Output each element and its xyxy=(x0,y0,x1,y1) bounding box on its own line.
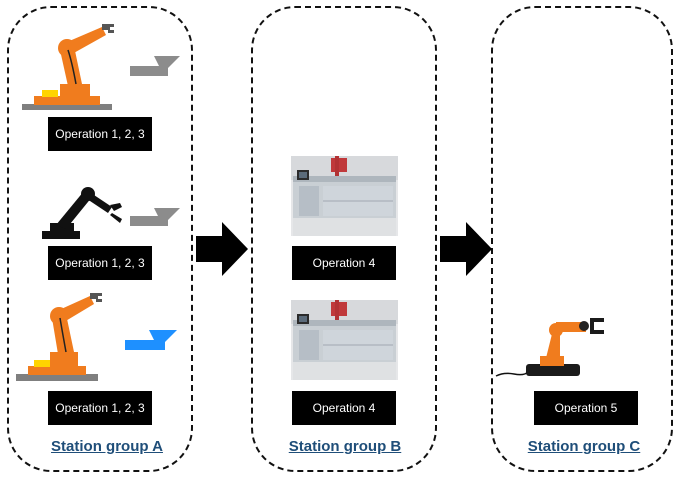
tray-icon xyxy=(130,56,180,76)
station-group-a xyxy=(7,6,193,472)
reflow-oven-photo xyxy=(291,300,398,380)
group-title: Station group C xyxy=(527,438,641,455)
orange-industrial-robot-icon xyxy=(22,24,114,110)
operation-label: Operation 5 xyxy=(534,391,638,425)
station-group-c xyxy=(491,6,673,472)
black-robot-arm-icon xyxy=(42,187,122,239)
operation-label: Operation 1, 2, 3 xyxy=(48,391,152,425)
operation-label: Operation 1, 2, 3 xyxy=(48,117,152,151)
group-title: Station group B xyxy=(288,438,402,455)
station-group-b xyxy=(251,6,437,472)
flow-arrow-icon xyxy=(196,222,248,276)
orange-desktop-robot-arm-icon xyxy=(495,318,604,377)
tray-shape xyxy=(130,66,168,76)
tray-icon xyxy=(125,330,177,350)
operation-label: Operation 4 xyxy=(292,246,396,280)
tray-icon xyxy=(130,208,180,226)
reflow-oven-photo xyxy=(291,156,398,236)
group-title: Station group A xyxy=(51,438,163,455)
operation-label: Operation 1, 2, 3 xyxy=(48,246,152,280)
operation-label: Operation 4 xyxy=(292,391,396,425)
orange-industrial-robot-icon xyxy=(16,293,102,381)
flow-arrow-icon xyxy=(440,222,492,276)
